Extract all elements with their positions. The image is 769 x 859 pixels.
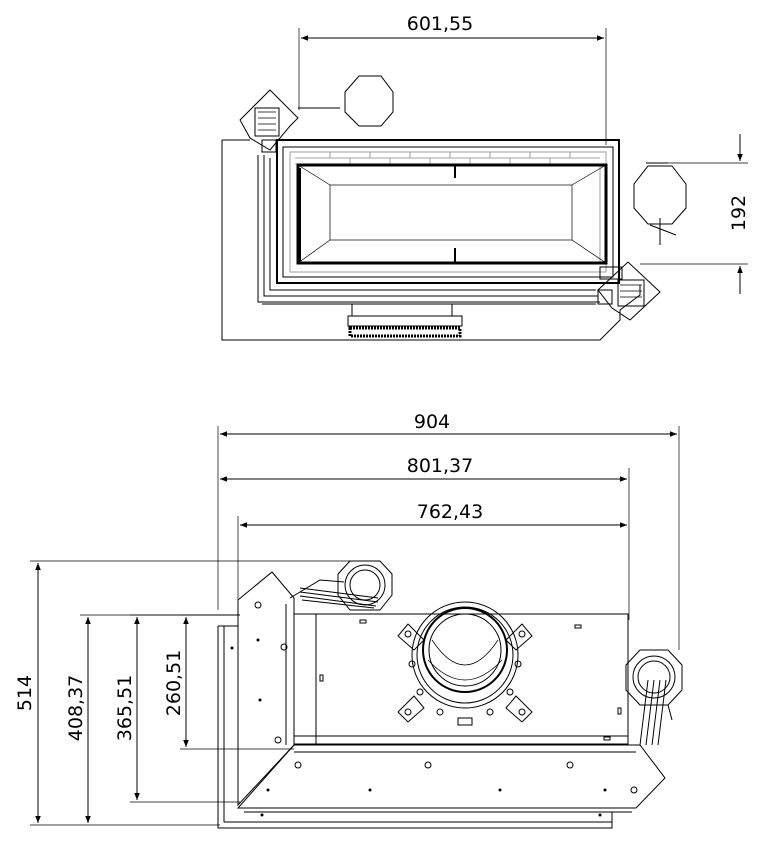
duct-octagon-right	[625, 649, 683, 746]
bottom-view: 904 801,37 762,43 514 408,37 3	[14, 411, 683, 829]
front-grille-frame	[347, 315, 463, 327]
flue-collar	[397, 601, 533, 726]
base-plate	[217, 626, 613, 829]
dimension-inner-width: 801,37	[220, 455, 630, 620]
dimension-label-762-43: 762,43	[417, 501, 483, 523]
dimension-label-192: 192	[728, 195, 750, 231]
dimension-height-260: 260,51	[163, 614, 294, 750]
top-housing-outline	[221, 140, 641, 341]
brick-pattern	[295, 152, 607, 262]
dimension-label-514: 514	[14, 675, 36, 711]
left-connection-block	[239, 89, 340, 153]
glass-inner	[329, 184, 573, 241]
collar-tab-ne	[505, 623, 533, 651]
dimension-label-601-55: 601,55	[407, 13, 473, 35]
front-bevel-panel	[236, 744, 666, 809]
collar-tab-sw	[397, 695, 425, 723]
dimension-overall-width: 904	[217, 411, 680, 650]
octagon-duct-top-left	[344, 75, 394, 127]
top-view: 601,55 192	[221, 13, 750, 341]
front-grille	[348, 326, 462, 338]
dimension-label-408-37: 408,37	[65, 675, 87, 741]
collar-tab-nw	[397, 623, 425, 651]
dimension-depth-top: 192	[640, 134, 750, 294]
collar-tab-se	[505, 695, 533, 723]
dimension-height-408: 408,37	[65, 614, 240, 823]
octagon-duct-right	[633, 165, 687, 225]
duct-octagon-left	[289, 560, 393, 611]
dimension-label-260-51: 260,51	[163, 650, 185, 716]
right-connection-block	[597, 218, 677, 321]
dimension-label-904: 904	[414, 411, 450, 433]
dimension-height-365: 365,51	[114, 614, 240, 803]
dimension-overall-height: 514	[14, 560, 355, 826]
dimension-label-365-51: 365,51	[114, 675, 136, 741]
dimension-width-top: 601,55	[298, 13, 607, 145]
glass-outer	[296, 163, 608, 265]
dimension-label-801-37: 801,37	[407, 455, 473, 477]
dimension-opening-width: 762,43	[237, 501, 627, 600]
